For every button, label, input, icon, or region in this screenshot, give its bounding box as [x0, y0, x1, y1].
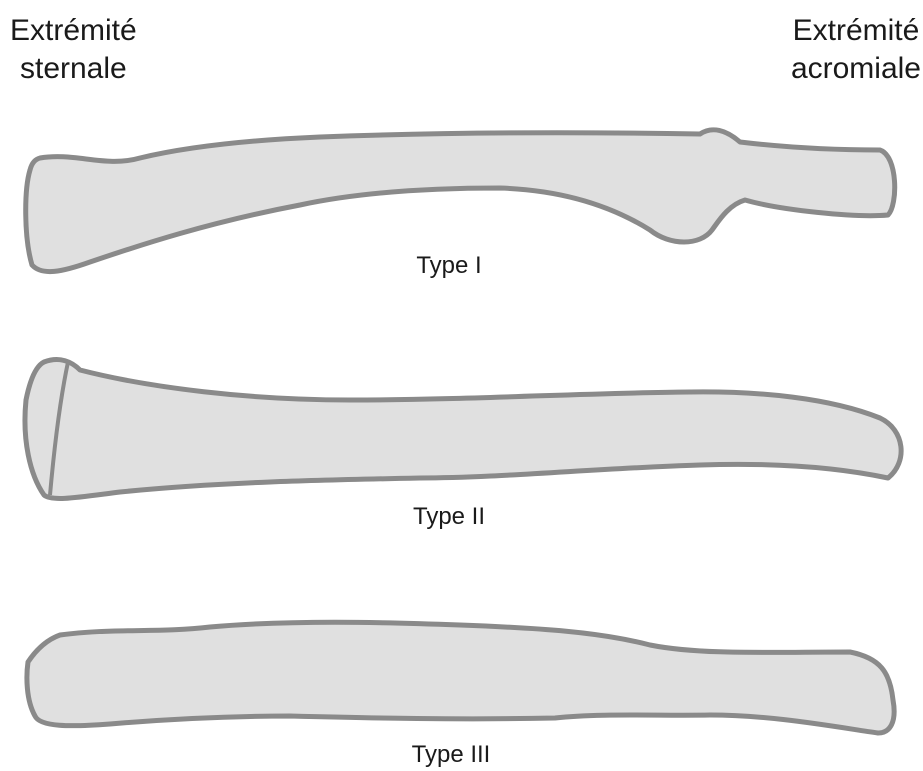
clavicle-type-3-shape	[27, 622, 894, 733]
type-2-label: Type II	[413, 503, 485, 531]
clavicle-type-2-shape	[25, 360, 901, 499]
clavicle-type-1-shape	[26, 130, 895, 272]
type-1-label: Type I	[416, 252, 481, 280]
type-3-label: Type III	[412, 741, 491, 769]
